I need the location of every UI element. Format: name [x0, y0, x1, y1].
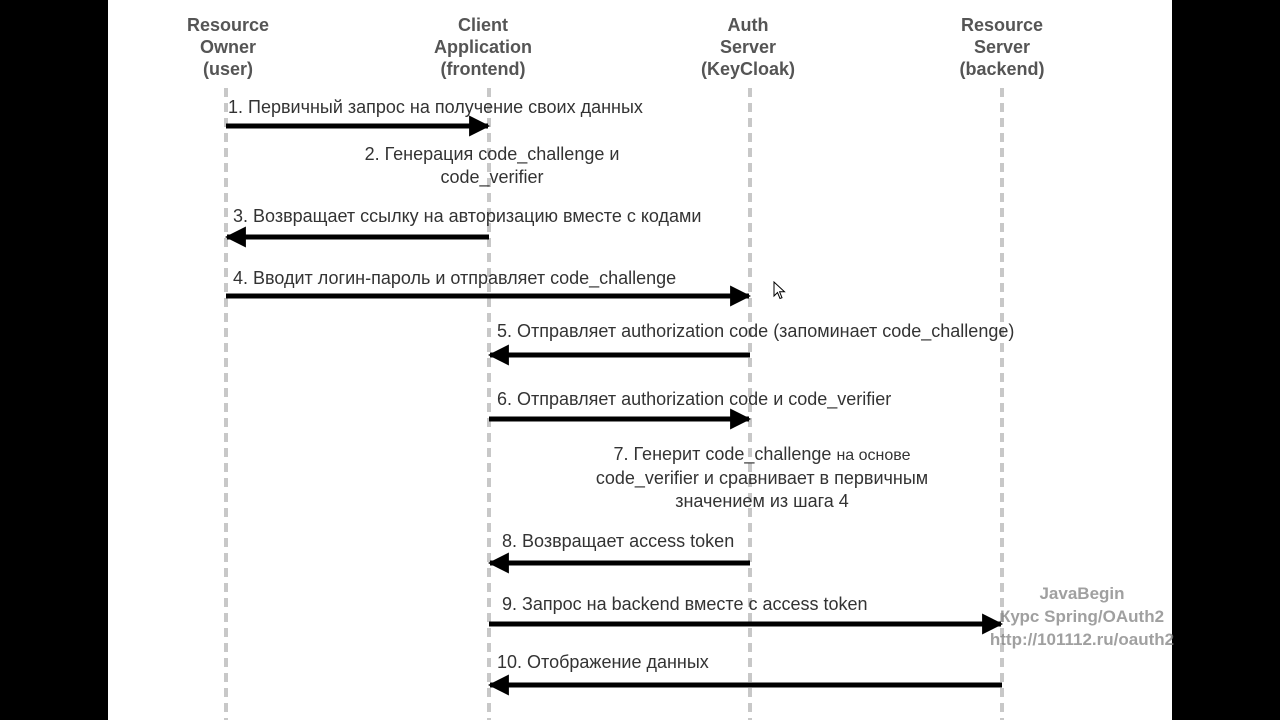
actor-client-application: Client Application (frontend) [393, 14, 573, 80]
message-10-label: 10. Отображение данных [497, 652, 709, 672]
actor-auth-server: Auth Server (KeyCloak) [658, 14, 838, 80]
actor-line: (frontend) [440, 59, 526, 79]
note-line: 2. Генерация code_challenge и [364, 144, 620, 164]
actor-line: Owner [199, 37, 256, 57]
sequence-diagram [224, 88, 1004, 720]
message-8-label: 8. Возвращает access token [502, 531, 735, 551]
actor-line: Server [973, 37, 1031, 57]
message-2-note: 2. Генерация code_challenge и code_verif… [322, 143, 662, 189]
actor-line: Server [719, 37, 777, 57]
message-4-label: 4. Вводит логин-пароль и отправляет code… [233, 268, 677, 288]
message-6-label: 6. Отправляет authorization code и code_… [497, 389, 892, 409]
actor-line: Client [457, 15, 508, 35]
note-text: 7. Генерит code_challenge [613, 444, 832, 464]
note-text-small: на основе [836, 447, 911, 464]
actor-line: (user) [202, 59, 253, 79]
watermark-line: JavaBegin [1039, 584, 1125, 603]
actor-resource-server: Resource Server (backend) [912, 14, 1092, 80]
slide-canvas: Resource Owner (user) Client Application… [108, 0, 1172, 720]
course-watermark: JavaBegin Курс Spring/OAuth2 http://1011… [962, 582, 1202, 651]
note-line: code_verifier [440, 167, 544, 187]
mouse-cursor-icon [773, 281, 786, 300]
actor-line: (backend) [959, 59, 1045, 79]
actor-line: Resource [960, 15, 1044, 35]
actor-resource-owner: Resource Owner (user) [138, 14, 318, 80]
actor-line: Application [434, 37, 532, 57]
watermark-line: Курс Spring/OAuth2 [999, 607, 1165, 626]
note-line: значением из шага 4 [675, 491, 849, 511]
message-1-label: 1. Первичный запрос на получение своих д… [228, 97, 643, 117]
actor-line: Auth [727, 15, 769, 35]
message-5-label: 5. Отправляет authorization code (запоми… [497, 321, 1015, 341]
actor-line: (KeyCloak) [700, 59, 796, 79]
note-line: code_verifier и сравнивает в первичным [595, 468, 929, 488]
actor-line: Resource [186, 15, 270, 35]
watermark-line: http://101112.ru/oauth2 [989, 630, 1175, 649]
message-3-label: 3. Возвращает ссылку на авторизацию вмес… [233, 206, 702, 226]
message-7-note: 7. Генерит code_challenge на основе code… [562, 443, 962, 513]
message-9-label: 9. Запрос на backend вместе с access tok… [502, 594, 868, 614]
note-line: 7. Генерит code_challenge на основе [562, 443, 962, 467]
